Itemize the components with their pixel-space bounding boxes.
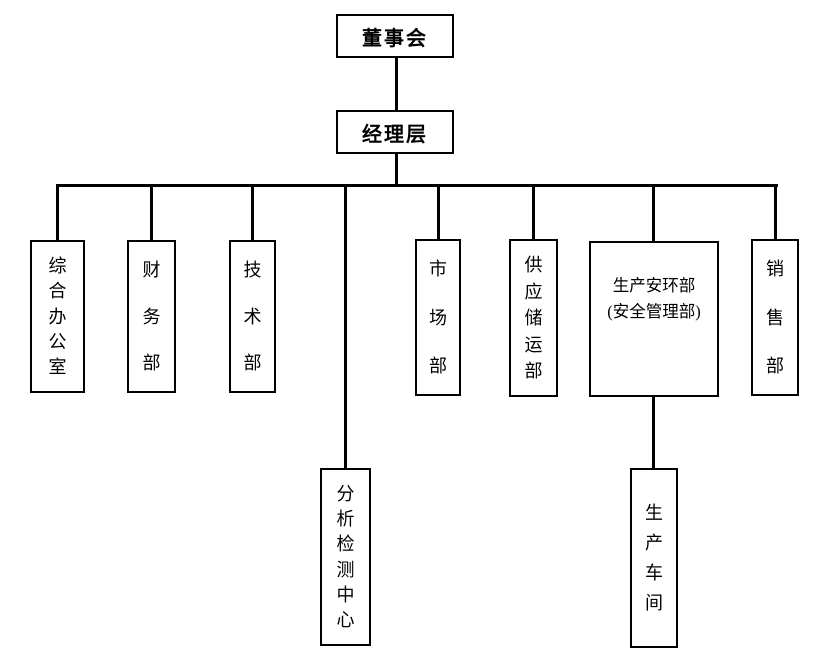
- node-finance-department: 财务部: [127, 240, 176, 393]
- node-general-office: 综合办公室: [30, 240, 85, 393]
- connector-safety-to-workshop: [652, 397, 655, 468]
- connector-bus-to-marketing: [437, 184, 440, 239]
- connector-bus-to-sales: [774, 184, 777, 239]
- node-sales-department: 销售部: [751, 239, 799, 396]
- connector-bus-to-finance: [150, 184, 153, 240]
- connector-bus-to-general-office: [56, 184, 59, 240]
- connector-board-to-management: [395, 58, 398, 110]
- connector-management-to-bus: [395, 154, 398, 185]
- horizontal-bus-line: [56, 184, 778, 187]
- production-safety-label-line2: (安全管理部): [607, 302, 701, 321]
- connector-bus-to-supply-storage: [532, 184, 535, 239]
- connector-bus-to-analysis-center: [344, 184, 347, 468]
- node-management-level: 经理层: [336, 110, 454, 154]
- production-safety-label-line1: 生产安环部: [612, 276, 696, 295]
- node-analysis-testing-center: 分析检测中心: [320, 468, 371, 646]
- node-production-safety-environment-department: 生产安环部 (安全管理部): [589, 241, 719, 397]
- node-production-workshop: 生产车间: [630, 468, 678, 648]
- node-technology-department: 技术部: [229, 240, 276, 393]
- node-marketing-department: 市场部: [415, 239, 461, 396]
- connector-bus-to-production-safety: [652, 184, 655, 241]
- connector-bus-to-technology: [251, 184, 254, 240]
- node-board-of-directors: 董事会: [336, 14, 454, 58]
- node-supply-storage-transport-department: 供应储运部: [509, 239, 558, 397]
